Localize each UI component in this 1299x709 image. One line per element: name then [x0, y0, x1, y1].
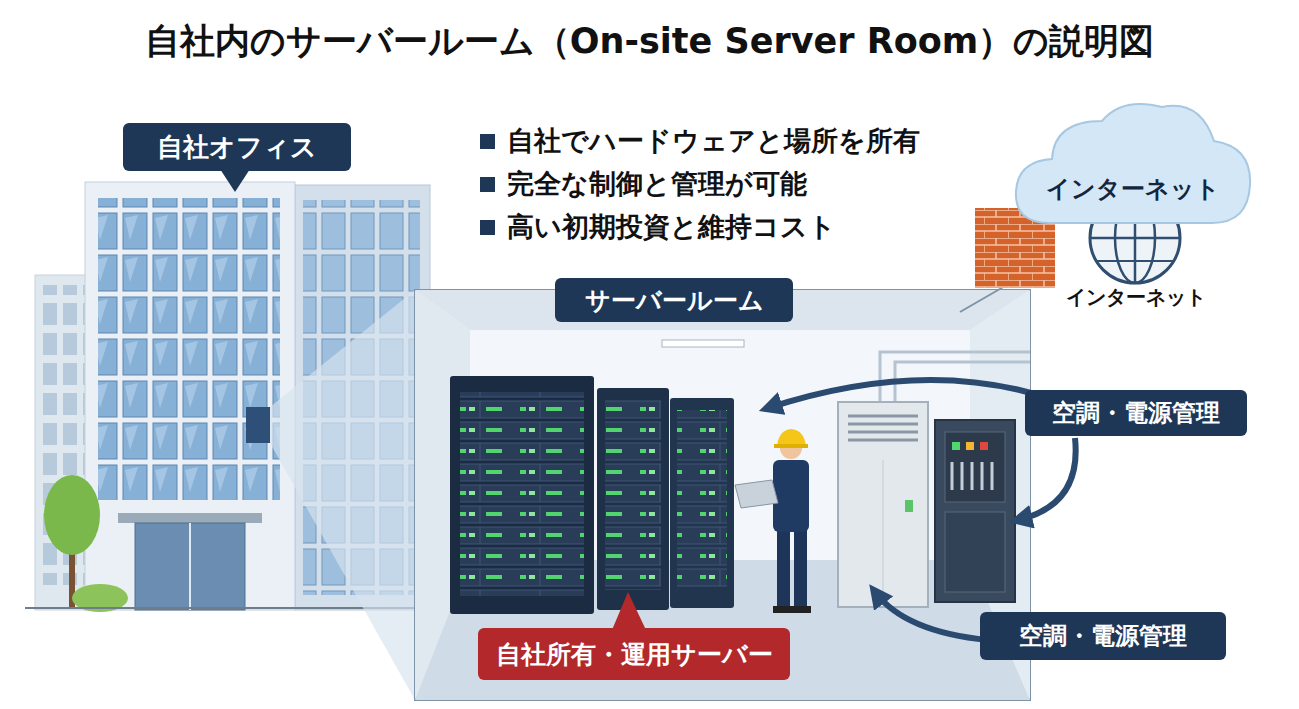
bullet-item: 完全な制御と管理が可能: [480, 166, 807, 202]
room-label-box: サーバールーム: [555, 278, 793, 322]
callout-box: 空調・電源管理: [980, 612, 1226, 660]
node-text: サーバールーム: [585, 284, 764, 317]
cloud-shape: インターネット: [1010, 95, 1255, 230]
diagram-title: 自社内のサーバールーム（On-site Server Room）の説明図: [0, 18, 1299, 65]
cloud-outline: [1010, 95, 1255, 230]
label-text: 高い初期投資と維持コスト: [507, 209, 836, 245]
label-text: 完全な制御と管理が可能: [507, 166, 807, 202]
node-text: 自社所有・運用サーバー: [496, 638, 773, 671]
node-text: 自社オフィス: [157, 130, 317, 165]
bullet-item: 高い初期投資と維持コスト: [480, 209, 836, 245]
text-label: インターネット: [1066, 284, 1206, 311]
node-text: 空調・電源管理: [1052, 397, 1220, 429]
label-text: インターネット: [1066, 284, 1206, 311]
label-text: 自社でハードウェアと場所を所有: [507, 123, 920, 159]
callout-box: 空調・電源管理: [1025, 390, 1247, 436]
bullet-square: [480, 134, 495, 149]
callout-box: 自社オフィス: [123, 123, 351, 171]
callout-box: 自社所有・運用サーバー: [478, 628, 790, 680]
node-text: 空調・電源管理: [1019, 620, 1187, 652]
bullet-square: [480, 177, 495, 192]
bullet-item: 自社でハードウェアと場所を所有: [480, 123, 920, 159]
node-text: インターネット: [1046, 173, 1220, 205]
cloud-path: [1016, 104, 1250, 223]
bullet-square: [480, 220, 495, 235]
